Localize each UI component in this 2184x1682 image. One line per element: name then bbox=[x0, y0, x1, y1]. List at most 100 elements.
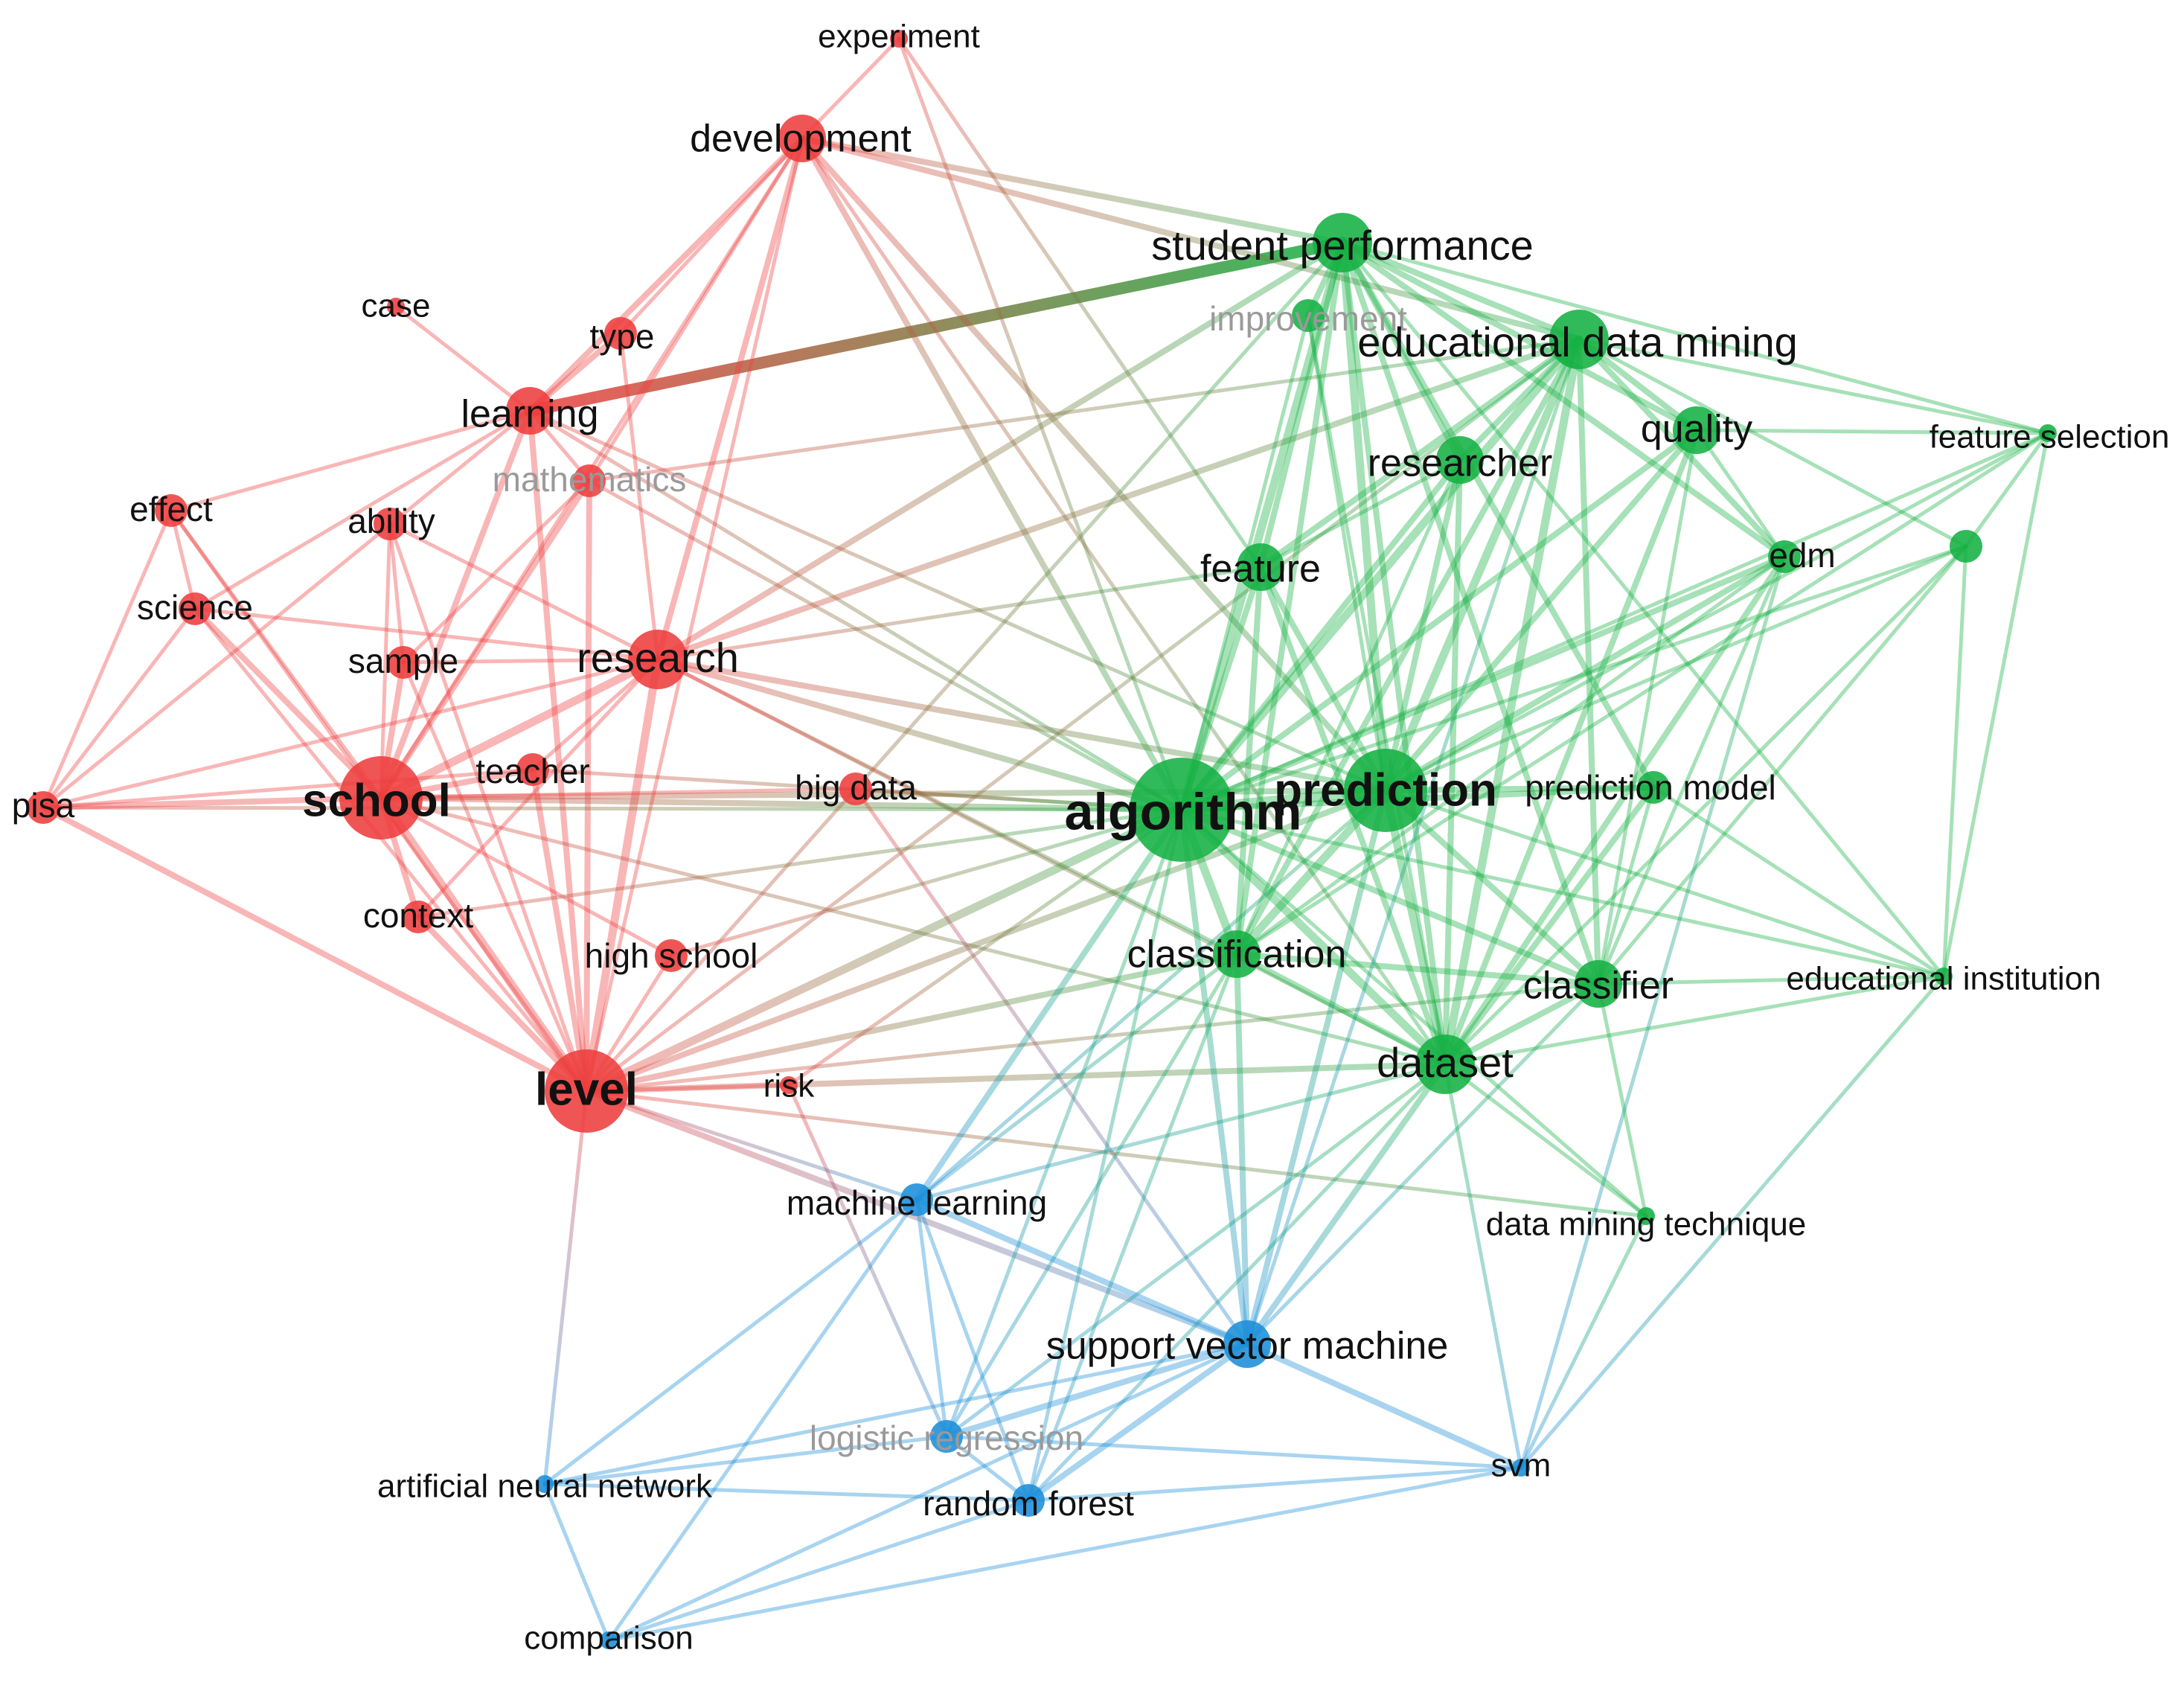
edge-machine_learning-logistic_regression bbox=[915, 1197, 949, 1439]
node-unlabeled-green[interactable] bbox=[1950, 530, 1982, 563]
node-learning[interactable] bbox=[506, 387, 554, 435]
edge-level-machine_learning bbox=[584, 1089, 919, 1202]
node-prediction-model[interactable] bbox=[1637, 771, 1670, 804]
edge-improvement-prediction bbox=[1306, 313, 1388, 793]
edge-support_vector_machine-random_forest bbox=[1025, 1341, 1250, 1503]
node-teacher[interactable] bbox=[516, 753, 549, 786]
node-ability[interactable] bbox=[374, 508, 406, 540]
node-machine-learning[interactable] bbox=[900, 1183, 933, 1216]
edge-development-educational_data_mining bbox=[799, 135, 1582, 342]
node-risk[interactable] bbox=[780, 1076, 798, 1094]
edge-level-artificial_neural_network bbox=[542, 1089, 589, 1486]
node-experiment[interactable] bbox=[890, 30, 908, 48]
node-classification[interactable] bbox=[1213, 930, 1261, 978]
label-mathematics: mathematics bbox=[493, 460, 687, 499]
edge-educational_data_mining-feature bbox=[1258, 336, 1582, 570]
node-type[interactable] bbox=[604, 317, 637, 350]
node-student-performance[interactable] bbox=[1313, 213, 1372, 272]
node-comparison[interactable] bbox=[600, 1631, 618, 1649]
edge-level-algorithm bbox=[582, 805, 1186, 1096]
edge-student_performance-feature_selection bbox=[1340, 240, 2050, 435]
edge-development-research bbox=[655, 135, 805, 662]
edge-level-classifier bbox=[584, 982, 1601, 1093]
edge-level-dataset bbox=[583, 1061, 1448, 1094]
edge-algorithm-machine_learning bbox=[914, 807, 1185, 1203]
edge-researcher-classification bbox=[1234, 458, 1462, 956]
edge-prediction-classifier bbox=[1383, 787, 1601, 987]
edge-learning-student_performance bbox=[524, 237, 1348, 417]
node-educational-institution[interactable] bbox=[1935, 968, 1953, 985]
node-high-school[interactable] bbox=[655, 939, 688, 972]
edge-dataset-machine_learning bbox=[915, 1062, 1447, 1202]
edge-educational_data_mining-dataset bbox=[1441, 335, 1583, 1069]
edge-dataset-support_vector_machine bbox=[1244, 1061, 1448, 1347]
edge-classification-random_forest bbox=[1026, 952, 1239, 1503]
edge-mathematics-educational_data_mining bbox=[587, 337, 1581, 483]
label-prediction: prediction bbox=[1274, 764, 1497, 816]
label-comparison: comparison bbox=[524, 1620, 693, 1657]
node-educational-data-mining[interactable] bbox=[1549, 310, 1609, 369]
edge-comparison-svm bbox=[606, 1465, 1523, 1643]
edge-sample-level bbox=[401, 660, 589, 1093]
label-prediction-model: prediction model bbox=[1525, 768, 1776, 807]
edge-logistic_regression-random_forest bbox=[944, 1434, 1031, 1503]
node-level[interactable] bbox=[545, 1049, 628, 1133]
node-quality[interactable] bbox=[1673, 406, 1720, 454]
edge-prediction_model-educational_institution bbox=[1651, 785, 1946, 979]
label-case: case bbox=[362, 288, 431, 324]
label-educational-data-mining: educational data mining bbox=[1357, 319, 1798, 365]
node-pisa[interactable] bbox=[27, 791, 60, 824]
edge-school-big_data bbox=[379, 787, 858, 800]
edge-feature-classification bbox=[1234, 564, 1264, 957]
edge-algorithm-classifier bbox=[1179, 807, 1601, 987]
node-random-forest[interactable] bbox=[1012, 1484, 1045, 1517]
node-sample[interactable] bbox=[387, 646, 420, 679]
edge-feature-prediction bbox=[1258, 564, 1389, 793]
edge-artificial_neural_network-comparison bbox=[542, 1482, 611, 1643]
node-logistic-regression[interactable] bbox=[930, 1420, 963, 1453]
node-case[interactable] bbox=[387, 298, 405, 316]
node-feature-selection[interactable] bbox=[2039, 424, 2057, 442]
node-science[interactable] bbox=[179, 592, 211, 625]
node-context[interactable] bbox=[402, 901, 435, 933]
node-development[interactable] bbox=[778, 115, 826, 162]
edge-researcher-feature bbox=[1258, 458, 1462, 569]
node-feature[interactable] bbox=[1237, 543, 1284, 591]
node-svm[interactable] bbox=[1512, 1459, 1530, 1477]
edge-research-educational_data_mining bbox=[655, 336, 1582, 662]
edge-development-prediction bbox=[799, 135, 1389, 793]
node-researcher[interactable] bbox=[1436, 436, 1484, 484]
edge-student_performance-algorithm bbox=[1177, 238, 1347, 814]
node-research[interactable] bbox=[628, 630, 688, 689]
node-prediction[interactable] bbox=[1344, 749, 1427, 832]
node-school[interactable] bbox=[339, 756, 423, 840]
edge-dataset-data_mining_technique bbox=[1443, 1062, 1648, 1218]
node-effect[interactable] bbox=[155, 494, 188, 527]
node-algorithm[interactable] bbox=[1130, 758, 1234, 862]
edge-educational_data_mining-algorithm bbox=[1177, 335, 1583, 814]
edge-educational_data_mining-prediction bbox=[1381, 335, 1583, 795]
label-algorithm: algorithm bbox=[1065, 782, 1302, 840]
edge-science-school bbox=[192, 606, 384, 801]
label-teacher: teacher bbox=[475, 752, 589, 790]
edge-support_vector_machine-svm bbox=[1244, 1341, 1524, 1471]
node-data-mining-technique[interactable] bbox=[1637, 1207, 1655, 1225]
edge-random_forest-svm bbox=[1026, 1465, 1523, 1503]
edge-learning-pisa bbox=[41, 409, 532, 810]
node-artificial-neural-network[interactable] bbox=[536, 1475, 554, 1493]
node-edm[interactable] bbox=[1768, 540, 1801, 573]
node-dataset[interactable] bbox=[1415, 1035, 1475, 1094]
edge-dataset-logistic_regression bbox=[944, 1062, 1447, 1439]
node-support-vector-machine[interactable] bbox=[1223, 1320, 1271, 1368]
node-big-data[interactable] bbox=[839, 773, 872, 805]
edge-student_performance-prediction bbox=[1338, 238, 1390, 795]
node-mathematics[interactable] bbox=[573, 464, 606, 497]
node-classifier[interactable] bbox=[1575, 960, 1622, 1008]
edge-research-algorithm bbox=[655, 656, 1185, 813]
node-improvement[interactable] bbox=[1292, 299, 1325, 332]
label-dataset: dataset bbox=[1377, 1039, 1514, 1086]
label-context: context bbox=[363, 896, 474, 935]
edge-feature_selection-educational_institution bbox=[1941, 431, 2050, 979]
edge-edm-classifier bbox=[1596, 554, 1787, 986]
edge-research-context bbox=[416, 657, 660, 919]
